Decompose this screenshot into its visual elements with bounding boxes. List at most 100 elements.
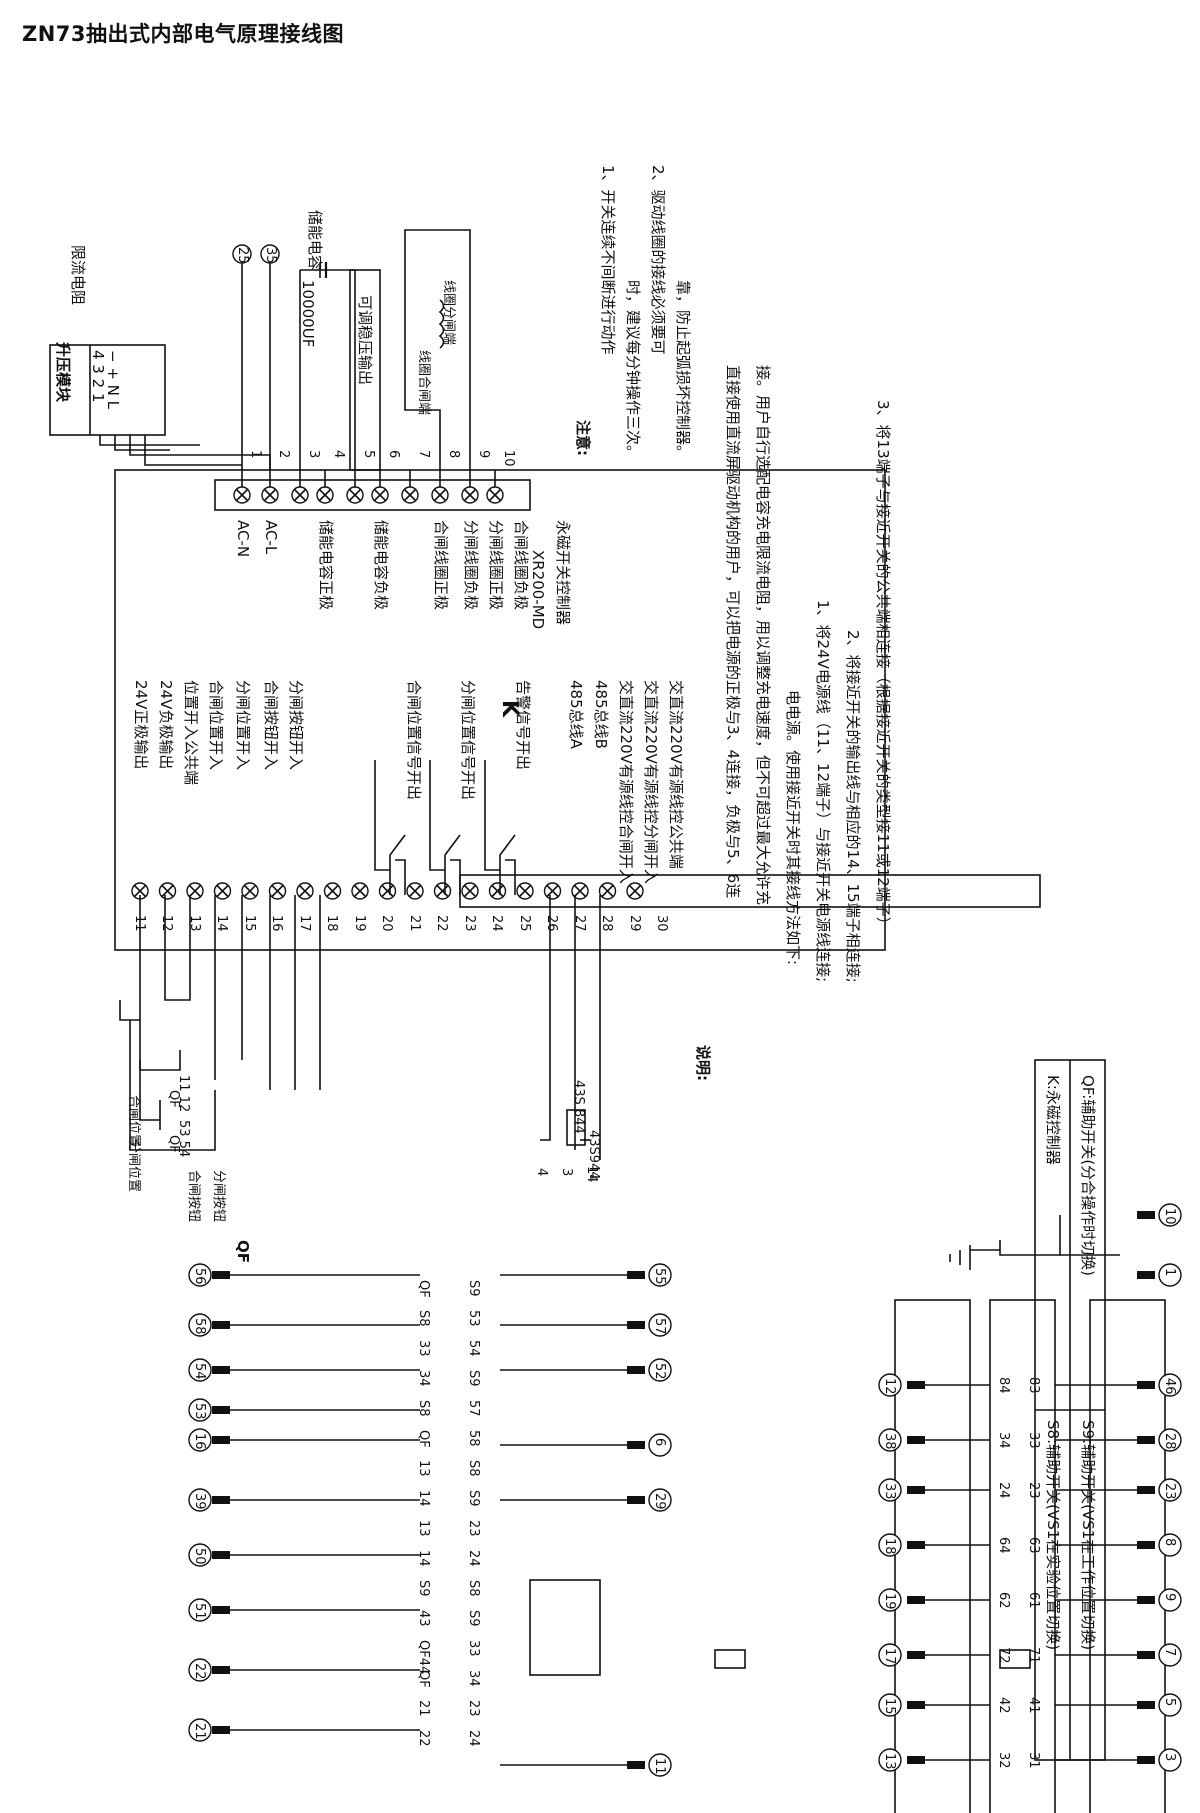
signal-contact-lead-2 bbox=[429, 760, 445, 871]
qf-pin-top-3 bbox=[1137, 1541, 1155, 1549]
page-title: ZN73抽出式内部电气原理接线图 bbox=[22, 22, 345, 46]
qf-aux-pin-0 bbox=[1137, 1211, 1155, 1219]
bottom-terminal-12: 12 bbox=[159, 915, 175, 932]
top-screw-cross-7 bbox=[403, 488, 417, 502]
qf-contact-top-4: 61 bbox=[1026, 1592, 1041, 1609]
br-top-pin-4 bbox=[627, 1496, 645, 1504]
bottom-signal-2: 24V负极输出 bbox=[157, 680, 175, 770]
br-bot-ref-8 bbox=[188, 1658, 212, 1682]
top-signal-8: 合闸线圈负极 bbox=[512, 520, 530, 611]
qf-left-pin-1: 28 bbox=[1162, 1433, 1177, 1450]
qf-ref-top-4 bbox=[1158, 1588, 1182, 1612]
explain-heading: 说明: bbox=[694, 1045, 712, 1081]
bot-screw-cross-14 bbox=[215, 884, 230, 898]
open-pos-label: 分闸位置 bbox=[126, 1140, 141, 1193]
br-label-1: 53 bbox=[466, 1310, 481, 1327]
qf-pin-bot-7 bbox=[907, 1756, 925, 1764]
qf-5354: 53 54 bbox=[176, 1120, 191, 1158]
bottom-signal-13: 交直流220V有源线控合闸开入 bbox=[617, 680, 635, 884]
notes-heading: 注意: bbox=[574, 420, 592, 456]
bottom-signal-10: 告警信号开出 bbox=[514, 680, 532, 771]
br-bot-ref-4 bbox=[188, 1428, 212, 1452]
bottom-terminal-17: 17 bbox=[297, 915, 312, 932]
explain-line-2: 接。用户自行选配电容充电限流电阻，用以调整充电速度，但不可超过最大允许充 bbox=[754, 365, 772, 906]
signal-contact-lead-1 bbox=[374, 760, 390, 871]
qf-contact-top-7: 31 bbox=[1026, 1752, 1041, 1769]
qf-pin-bot-4 bbox=[907, 1596, 925, 1604]
bottom-terminal-13: 13 bbox=[187, 915, 202, 932]
br-top-pin-0 bbox=[627, 1271, 645, 1279]
resistor-label: 限流电阻 bbox=[69, 245, 87, 306]
br-bot-pin-3 bbox=[212, 1406, 230, 1414]
qf-ref-bot-0 bbox=[878, 1373, 902, 1397]
br-label-7: S9 bbox=[466, 1490, 481, 1507]
qf-right-pin-1: 38 bbox=[882, 1433, 897, 1450]
bottom-terminal-11: 11 bbox=[132, 915, 147, 932]
br-top-pin-label-5: 11 bbox=[652, 1758, 667, 1775]
bottom-terminal-22: 22 bbox=[434, 915, 450, 932]
bottom-terminal-21: 21 bbox=[407, 915, 422, 932]
br-bot-pin-0 bbox=[212, 1271, 230, 1279]
top-signal-7: 分闸线圈正极 bbox=[487, 520, 505, 611]
top-screw-cross-8 bbox=[433, 488, 447, 502]
br-label-22: 13 bbox=[416, 1460, 431, 1477]
module-title: 升压模块 bbox=[54, 342, 72, 403]
top-signal-4: 储能电容负极 bbox=[372, 520, 390, 611]
br-label-9: 24 bbox=[466, 1550, 481, 1567]
bottom-terminal-23: 23 bbox=[462, 915, 477, 932]
notes-line-2: 时，建议每分钟操作三次。 bbox=[624, 280, 642, 461]
bottom-terminal-30: 30 bbox=[654, 915, 670, 932]
qf-pin-top-0 bbox=[1137, 1381, 1155, 1389]
br-label-6: S8 bbox=[466, 1460, 481, 1477]
qf-top-block bbox=[1089, 1299, 1166, 1813]
qf-ref-top-2 bbox=[1158, 1478, 1182, 1502]
bot-screw-cross-26 bbox=[545, 884, 560, 898]
bottom-signal-4: 合闸位置开入 bbox=[207, 680, 225, 771]
br-top-pin-label-3: 6 bbox=[652, 1438, 667, 1447]
br-bot-pin-label-8: 22 bbox=[192, 1663, 207, 1680]
br-bot-pin-4 bbox=[212, 1436, 230, 1444]
br-label-2: 54 bbox=[466, 1340, 481, 1357]
qf-aux-pin-label-1: 1 bbox=[1162, 1268, 1177, 1277]
br-top-pin-label-1: 57 bbox=[652, 1318, 667, 1335]
ref-4: 4 bbox=[534, 1168, 549, 1177]
qf-ref-top-1 bbox=[1158, 1428, 1182, 1452]
bottom-signal-1: 24V正极输出 bbox=[132, 680, 150, 770]
bottom-signal-5: 分闸位置开入 bbox=[234, 680, 252, 771]
bottom-signal-8: 合闸位置信号开出 bbox=[405, 680, 423, 801]
top-terminal-3: 3 bbox=[306, 450, 321, 459]
bottom-terminal-24: 24 bbox=[489, 915, 505, 932]
br-top-pin-label-2: 52 bbox=[652, 1363, 667, 1380]
qf-contact-top-6: 41 bbox=[1026, 1697, 1041, 1714]
top-terminal-1: 1 bbox=[248, 450, 263, 459]
br-bot-ref-7 bbox=[188, 1598, 212, 1622]
qf-right-pin-6: 15 bbox=[882, 1698, 897, 1715]
coil-close-label: 线圈合闸端 bbox=[416, 350, 431, 416]
qf-contact-bot-3: 64 bbox=[996, 1537, 1011, 1554]
br-top-pin-1 bbox=[627, 1321, 645, 1329]
br-bot-pin-9 bbox=[212, 1726, 230, 1734]
explain-line-3: 电电源。使用接近开关时其接线方法如下: bbox=[784, 690, 802, 966]
bot-screw-cross-18 bbox=[325, 884, 340, 898]
br-label-3: S9 bbox=[466, 1370, 481, 1387]
explain-line-1: 直接使用直流屏驱动机构的用户，可以把电源的正极与3、4连接，负极与5、6连 bbox=[724, 365, 742, 899]
br-bot-pin-label-9: 21 bbox=[192, 1723, 207, 1740]
br-bot-pin-label-4: 16 bbox=[192, 1433, 207, 1450]
qf-pin-bot-2 bbox=[907, 1486, 925, 1494]
br-label-13: 34 bbox=[466, 1670, 481, 1687]
ref-14: 14 bbox=[584, 1166, 599, 1183]
bottom-signal-15: 交直流220V有源线控公共端 bbox=[667, 680, 685, 869]
br-top-ref-4 bbox=[648, 1488, 672, 1512]
br-top-pin-label-4: 29 bbox=[652, 1493, 667, 1510]
bottom-signal-7: 分闸按钮开入 bbox=[287, 680, 305, 771]
bot-screw-cross-11 bbox=[133, 884, 147, 898]
top-signal-2: AC-L bbox=[262, 520, 280, 555]
qf-left-pin-4: 9 bbox=[1162, 1593, 1177, 1602]
legend-s8: S8:辅助开关(VS1在实验位置切换) bbox=[1044, 1420, 1062, 1651]
bot-screw-cross-21 bbox=[408, 884, 422, 898]
br-top-ref-1 bbox=[648, 1313, 672, 1337]
s844-label: 43S 844 bbox=[571, 1080, 586, 1134]
top-screw-cross-4 bbox=[318, 488, 332, 502]
br-bot-ref-2 bbox=[188, 1358, 212, 1382]
